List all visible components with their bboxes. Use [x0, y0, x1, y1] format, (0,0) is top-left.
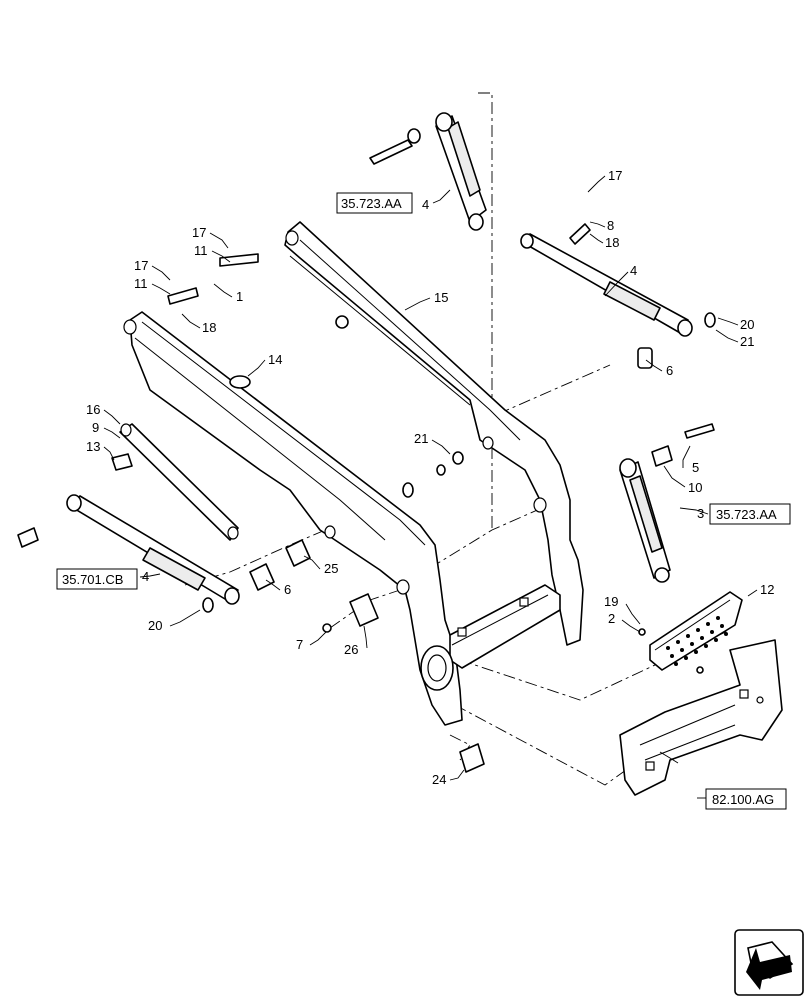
callout-11-b: 11: [134, 276, 148, 291]
callout-21-right: 21: [740, 334, 754, 349]
callout-3-right: 3: [697, 506, 704, 521]
callout-labels: 4 17 8 18 4 20 21 6 15 14 21 5 10 3 12 1…: [86, 168, 774, 787]
callout-17-b: 17: [134, 258, 148, 273]
callout-15: 15: [434, 290, 448, 305]
link-arm-left: [111, 423, 239, 541]
callout-6-left: 6: [284, 582, 291, 597]
ref-82100ag[interactable]: 82.100.AG: [705, 788, 787, 810]
callout-8: 8: [607, 218, 614, 233]
callout-1: 1: [236, 289, 243, 304]
next-page-arrow-icon[interactable]: [734, 929, 804, 996]
ref-35723aa-right[interactable]: 35.723.AA: [709, 503, 791, 525]
callout-16: 16: [86, 402, 100, 417]
ref-35723aa-top[interactable]: 35.723.AA: [336, 192, 413, 214]
step-plate: [638, 591, 743, 674]
callout-18-left: 18: [202, 320, 216, 335]
callout-20-right: 20: [740, 317, 754, 332]
callout-6-right: 6: [666, 363, 673, 378]
callout-9: 9: [92, 420, 99, 435]
svg-text:35.701.CB: 35.701.CB: [62, 572, 123, 587]
callout-13: 13: [86, 439, 100, 454]
callout-25: 25: [324, 561, 338, 576]
callout-5: 5: [692, 460, 699, 475]
callout-21-left: 21: [414, 431, 428, 446]
leader-lines: [103, 175, 758, 781]
callout-7: 7: [296, 637, 303, 652]
callout-4-right: 4: [630, 263, 637, 278]
lift-cylinder-top: [369, 112, 487, 231]
tilt-cylinder-right: [520, 223, 716, 369]
lift-cylinder-right: [619, 423, 715, 583]
callout-3-top: 4: [422, 197, 429, 212]
callout-17-a: 17: [192, 225, 206, 240]
callout-14: 14: [268, 352, 282, 367]
callout-11-a: 11: [194, 243, 208, 258]
callout-20-left: 20: [148, 618, 162, 633]
callout-18-right: 18: [605, 235, 619, 250]
tilt-cylinder-left: [17, 494, 240, 613]
callout-17-right: 17: [608, 168, 622, 183]
bushings: [167, 253, 485, 773]
callout-2: 2: [608, 611, 615, 626]
ref-35701cb[interactable]: 35.701.CB: [56, 568, 138, 590]
callout-19: 19: [604, 594, 618, 609]
callout-10: 10: [688, 480, 702, 495]
svg-text:35.723.AA: 35.723.AA: [341, 196, 402, 211]
callout-4-left: 4: [142, 569, 149, 584]
svg-text:35.723.AA: 35.723.AA: [716, 507, 777, 522]
loader-boom-frame: [123, 221, 584, 726]
callout-12: 12: [760, 582, 774, 597]
reference-boxes: 35.723.AA 35.723.AA 35.701.CB 82.100.AG: [56, 192, 791, 810]
callout-24: 24: [432, 772, 446, 787]
svg-text:82.100.AG: 82.100.AG: [712, 792, 774, 807]
callout-26: 26: [344, 642, 358, 657]
mount-bracket: [619, 639, 783, 796]
